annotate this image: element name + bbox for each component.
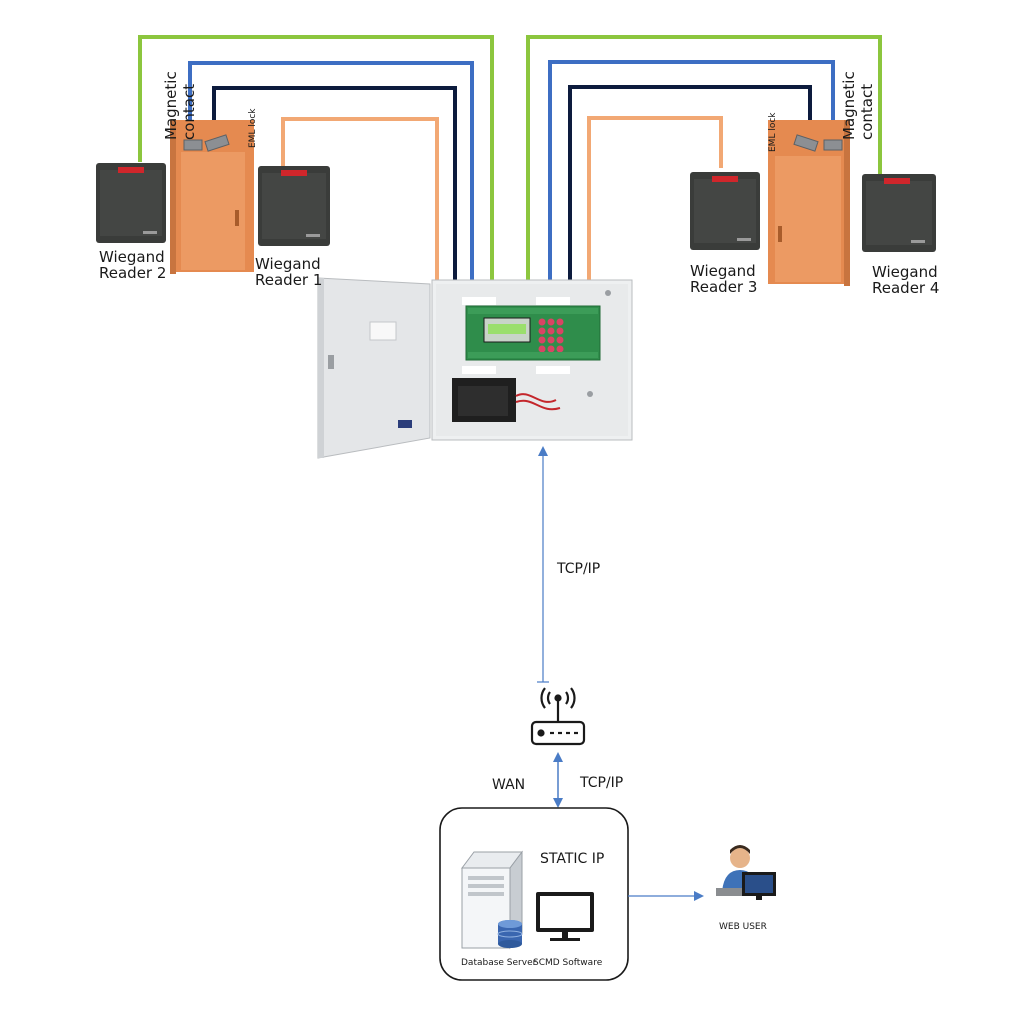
scmd-monitor-icon [536, 892, 594, 941]
eml-lock-left [204, 134, 230, 152]
reader-2 [96, 163, 166, 243]
wire-green-left [138, 35, 494, 280]
magnetic-contact-left-label: Magnetic contact [162, 71, 198, 140]
wire-green-right [526, 35, 882, 280]
magnetic-contact-left [183, 139, 203, 151]
database-server-label: Database Server [461, 958, 537, 968]
tcp-ip-upper-label: TCP/IP [557, 561, 601, 577]
wire-orange-right [587, 116, 723, 285]
eml-lock-right-label: EML lock [768, 112, 778, 153]
magnetic-contact-right-label: Magnetic contact [840, 71, 876, 140]
eml-lock-left-label: EML lock [248, 108, 258, 149]
wire-blue-left [188, 61, 474, 280]
reader-4 [862, 174, 936, 252]
door-left [170, 120, 254, 274]
wires-left [138, 35, 494, 285]
wire-navy-left [212, 86, 457, 285]
wire-orange-left [281, 117, 439, 285]
wire-blue-right [548, 60, 835, 280]
reader-1 [258, 166, 330, 246]
reader-1-label: Wiegand Reader 1 [255, 255, 323, 289]
control-panel [317, 277, 633, 459]
wires-right [526, 35, 882, 285]
link-router-server [553, 752, 563, 808]
link-server-webuser [628, 891, 704, 901]
tcp-link-panel-router [537, 446, 549, 683]
wan-label: WAN [492, 777, 526, 793]
door-right [768, 120, 850, 286]
reader-4-label: Wiegand Reader 4 [872, 263, 940, 297]
static-ip-label: STATIC IP [540, 851, 605, 867]
cabinet-door [317, 277, 431, 459]
reader-2-label: Wiegand Reader 2 [99, 248, 167, 282]
web-user-icon [716, 845, 776, 900]
eml-lock-right [793, 134, 819, 152]
tcp-ip-lower-label: TCP/IP [580, 775, 624, 791]
reader-3-label: Wiegand Reader 3 [690, 262, 758, 296]
server-box [439, 807, 629, 981]
router-icon [527, 685, 589, 751]
web-user-label: WEB USER [719, 922, 767, 932]
scmd-software-label: SCMD Software [533, 958, 603, 968]
reader-3 [690, 172, 760, 250]
wire-navy-right [568, 85, 812, 280]
magnetic-contact-right [823, 139, 843, 151]
database-server-icon [461, 850, 523, 950]
keypad [538, 318, 564, 353]
